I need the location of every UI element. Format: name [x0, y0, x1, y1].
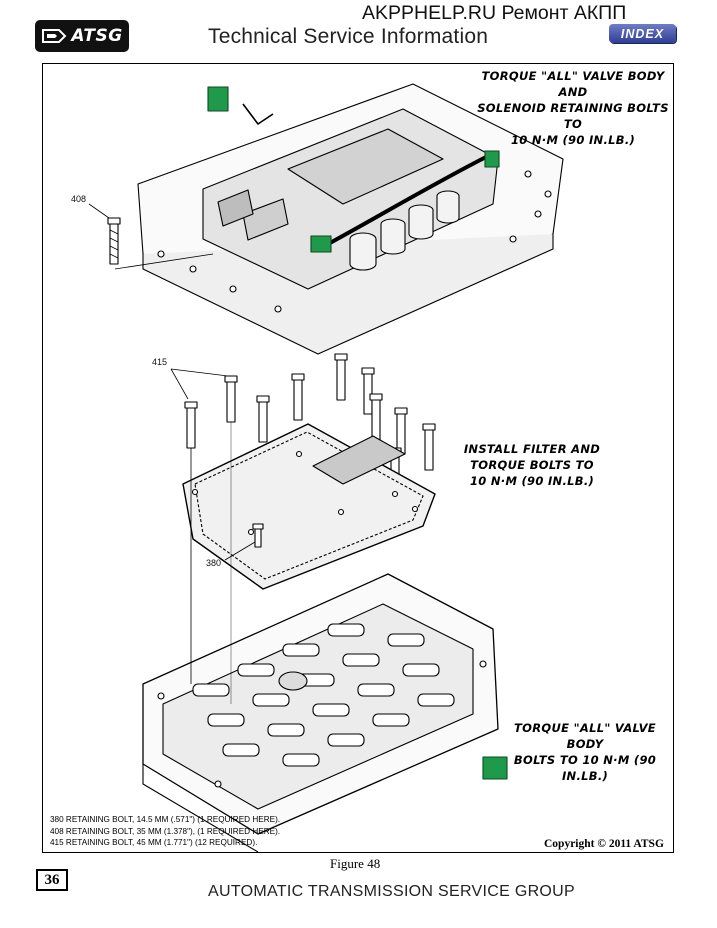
part-number-408: 408 — [71, 194, 87, 204]
footer-title: AUTOMATIC TRANSMISSION SERVICE GROUP — [208, 883, 576, 900]
green-connector — [207, 86, 508, 780]
atsg-emblem-icon — [42, 29, 67, 43]
document-title: Technical Service Information — [208, 25, 489, 48]
valve-body-illustration — [88, 83, 564, 852]
part-number-415: 415 — [152, 357, 168, 367]
index-button[interactable]: INDEX — [609, 24, 676, 43]
bolt-380 — [252, 523, 264, 548]
logo-text: ATSG — [71, 26, 123, 46]
lower-valve-body — [142, 573, 499, 852]
callout-upper-valve-body: TORQUE "ALL" VALVE BODY AND SOLENOID RET… — [477, 69, 669, 147]
legend-item-380: 380 RETAINING BOLT, 14.5 MM (.571") (1 R… — [50, 815, 281, 824]
legend-item-415: 415 RETAINING BOLT, 45 MM (1.771") (12 R… — [50, 838, 258, 847]
atsg-logo: ATSG — [35, 20, 129, 52]
figure-caption: Figure 48 — [330, 856, 381, 871]
part-number-380: 380 — [206, 558, 222, 568]
callout-lower-valve-body: TORQUE "ALL" VALVE BODY BOLTS TO 10 N·M … — [513, 721, 657, 783]
upper-valve-body-assembly — [137, 83, 564, 355]
legend-item-408: 408 RETAINING BOLT, 35 MM (1.378"), (1 R… — [50, 826, 281, 836]
copyright-text: Copyright © 2011 ATSG — [544, 838, 664, 850]
callout-filter: INSTALL FILTER AND TORQUE BOLTS TO 10 N·… — [463, 442, 601, 488]
figure-frame — [42, 63, 674, 853]
parts-legend: 380 RETAINING BOLT, 14.5 MM (.571") (1 R… — [50, 814, 280, 849]
page-number: 36 — [36, 869, 68, 891]
site-title: AKPPHELP.RU Ремонт АКПП — [362, 2, 627, 24]
bolt-408 — [107, 217, 121, 265]
